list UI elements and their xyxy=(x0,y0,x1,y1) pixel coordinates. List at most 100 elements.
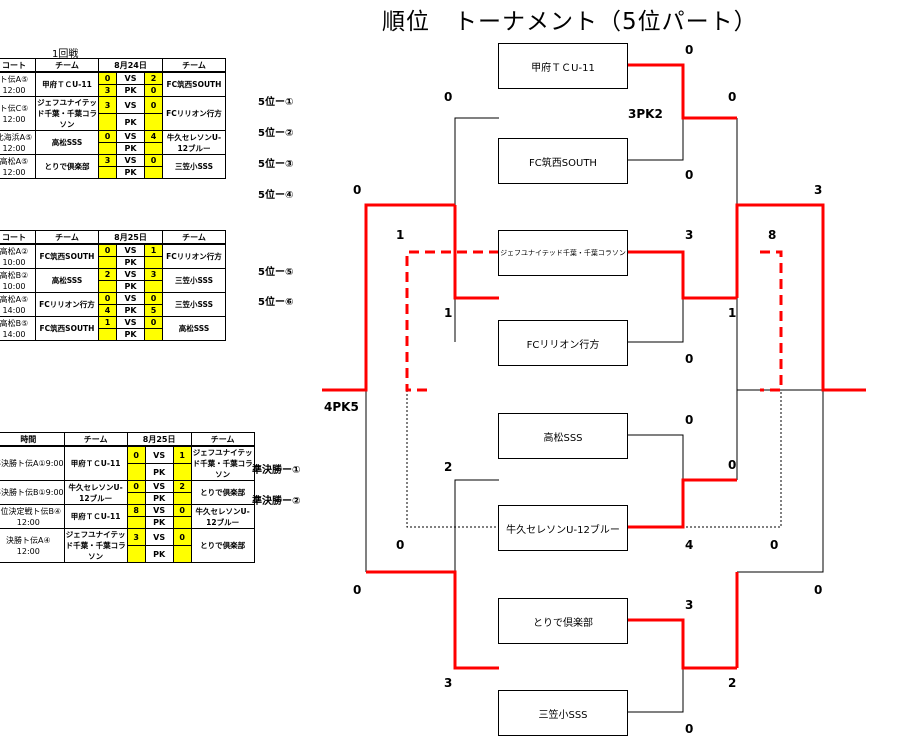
side-label-5th-4: 5位ー④ xyxy=(258,190,294,201)
score: 0 xyxy=(685,413,694,427)
team2-cell: FCリリオン行方 xyxy=(162,96,226,131)
team1-cell: ジェフユナイテッド千葉・千葉コラソン xyxy=(35,96,99,131)
pk2-cell xyxy=(144,256,163,269)
col-team2: チーム xyxy=(162,58,226,73)
pk1-cell xyxy=(98,142,117,155)
side-label-5th-3: 5位ー③ xyxy=(258,159,294,170)
score: 2 xyxy=(444,460,453,474)
pk2-cell xyxy=(172,545,192,563)
team1-cell: FC筑西SOUTH xyxy=(35,316,99,341)
team1-cell: ジェフユナイテッド千葉・千葉コラソン xyxy=(63,528,128,563)
score1-cell: 2 xyxy=(98,268,117,281)
score: 0 xyxy=(728,90,737,104)
team-box: ジェフユナイテッド千葉・千葉コラソン xyxy=(498,230,628,276)
team-box: 三笠小SSS xyxy=(498,690,628,736)
team-box: 牛久セレソンU-12ブルー xyxy=(498,505,628,551)
pk2-cell: 5 xyxy=(144,304,163,317)
team2-cell: とりで倶楽部 xyxy=(190,528,255,563)
score: 0 xyxy=(814,583,823,597)
team2-cell: 三笠小SSS xyxy=(162,154,226,179)
side-label-5th-6: 5位ー⑥ xyxy=(258,297,294,308)
page-title: 順位 トーナメント（5位パート） xyxy=(382,9,758,35)
score: 0 xyxy=(770,538,779,552)
col-date: 8月25日 xyxy=(98,230,163,245)
score1-cell: 3 xyxy=(98,96,117,114)
col-team2: チーム xyxy=(162,230,226,245)
pk2-cell xyxy=(144,280,163,293)
score: 3 xyxy=(814,183,823,197)
score: 8 xyxy=(768,228,777,242)
pk2-cell: 0 xyxy=(144,84,163,97)
pk1-cell xyxy=(126,545,146,563)
score: 4PK5 xyxy=(324,400,359,414)
score: 3PK2 xyxy=(628,107,663,121)
pk1-cell xyxy=(126,492,146,505)
team2-cell: 牛久セレソンU-12ブルー xyxy=(190,504,255,529)
pk1-cell xyxy=(98,166,117,179)
side-label-semi-2: 準決勝ー② xyxy=(252,496,301,507)
pk2-cell xyxy=(144,328,163,341)
col-team: チーム xyxy=(63,432,128,447)
col-team2: チーム xyxy=(190,432,255,447)
round-label: 1回戦 xyxy=(52,49,79,60)
score: 0 xyxy=(685,722,694,736)
side-label-5th-5: 5位ー⑤ xyxy=(258,267,294,278)
score: 3 xyxy=(685,598,694,612)
side-label-semi-1: 準決勝ー① xyxy=(252,465,301,476)
score: 0 xyxy=(685,352,694,366)
team2-cell: 三笠小SSS xyxy=(162,292,226,317)
score1-cell: 3 xyxy=(126,528,146,546)
score: 0 xyxy=(728,458,737,472)
score2-cell: 0 xyxy=(172,504,192,517)
team1-cell: FC筑西SOUTH xyxy=(35,243,99,269)
team2-cell: FC筑西SOUTH xyxy=(162,71,226,97)
score2-cell: 1 xyxy=(144,243,163,257)
score2-cell: 1 xyxy=(172,445,192,465)
team-box: FCリリオン行方 xyxy=(498,320,628,366)
team2-cell: ジェフユナイテッド千葉・千葉コラソン xyxy=(190,445,255,481)
pk1-cell: 4 xyxy=(98,304,117,317)
score: 0 xyxy=(353,183,362,197)
score: 0 xyxy=(353,583,362,597)
score: 3 xyxy=(444,676,453,690)
col-team: チーム xyxy=(35,230,99,245)
team-box: 高松SSS xyxy=(498,413,628,459)
court-cell: 準決勝ト伝B①9:00 xyxy=(0,480,65,505)
score: 0 xyxy=(396,538,405,552)
score: 0 xyxy=(444,90,453,104)
pk2-cell xyxy=(144,142,163,155)
score: 4 xyxy=(685,538,694,552)
score2-cell: 4 xyxy=(144,130,163,143)
score: 0 xyxy=(685,43,694,57)
team1-cell: FCリリオン行方 xyxy=(35,292,99,317)
team2-cell: 三笠小SSS xyxy=(162,268,226,293)
team1-cell: 高松SSS xyxy=(35,268,99,293)
score: 0 xyxy=(685,168,694,182)
score1-cell: 0 xyxy=(98,71,117,85)
side-label-5th-1: 5位ー① xyxy=(258,97,294,108)
team1-cell: 甲府ＴＣU-11 xyxy=(63,504,128,529)
score: 1 xyxy=(444,306,453,320)
pk1-cell xyxy=(98,328,117,341)
team-box: FC筑西SOUTH xyxy=(498,138,628,184)
score: 1 xyxy=(396,228,405,242)
team-box: とりで倶楽部 xyxy=(498,598,628,644)
team1-cell: とりで倶楽部 xyxy=(35,154,99,179)
score: 2 xyxy=(728,676,737,690)
team2-cell: 高松SSS xyxy=(162,316,226,341)
score1-cell: 8 xyxy=(126,504,146,517)
